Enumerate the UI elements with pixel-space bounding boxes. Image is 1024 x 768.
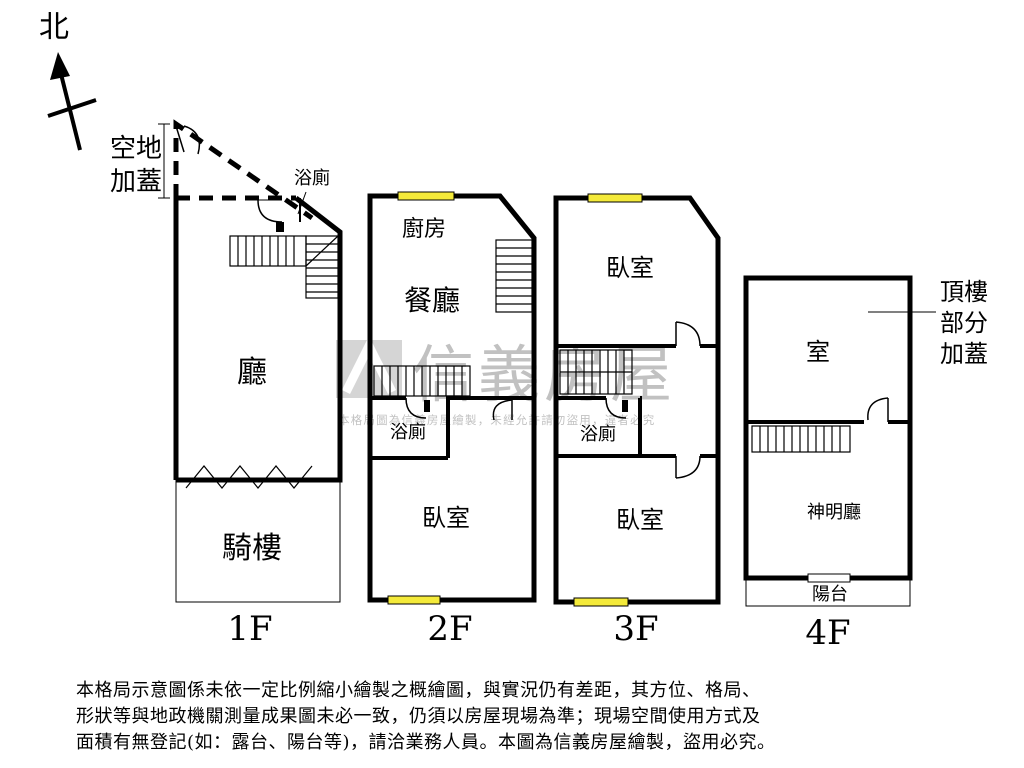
1f-arcade-label: 騎樓 bbox=[222, 531, 282, 566]
3f-window-top bbox=[587, 193, 643, 203]
3f-window-bottom bbox=[573, 597, 629, 607]
1f-folding-door bbox=[185, 465, 313, 489]
3f-bedroom-bottom-label: 臥室 bbox=[616, 506, 664, 534]
3f-bedroom-top-label: 臥室 bbox=[606, 254, 654, 282]
3f-stairs bbox=[559, 349, 633, 395]
floor-3f: 臥室 浴廁 臥室 3F bbox=[553, 193, 721, 649]
disclaimer-line-3: 面積有無登記(如：露台、陽台等)，請洽業務人員。本圖為信義房屋繪製，盜用必究。 bbox=[76, 732, 776, 753]
1f-floor-label: 1F bbox=[227, 609, 272, 649]
2f-window-top bbox=[397, 191, 455, 201]
floor-2f: 廚房 餐廳 浴廁 臥室 2F bbox=[367, 191, 537, 649]
2f-floor-label: 2F bbox=[427, 609, 472, 649]
compass: 北 bbox=[39, 10, 97, 151]
watermark: 信義房屋 本格局圖為信義房屋繪製，未經允許請勿盜用，違者必究 bbox=[336, 335, 676, 427]
rooftop-addon-label-1: 頂樓 bbox=[940, 278, 988, 306]
north-arrow-icon bbox=[50, 52, 70, 80]
disclaimer: 本格局示意圖係未依一定比例縮小繪製之概繪圖，與實況仍有差距，其方位、格局、 形狀… bbox=[76, 678, 956, 756]
1f-bath-label: 浴廁 bbox=[294, 167, 330, 189]
watermark-brand: 信義房屋 bbox=[412, 338, 676, 411]
4f-shrine-label: 神明廳 bbox=[807, 502, 861, 523]
disclaimer-line-2: 形狀等與地政機關測量成果圖未必一致，仍須以房屋現場為準；現場空間使用方式及 bbox=[76, 706, 761, 727]
2f-bath-label: 浴廁 bbox=[390, 421, 426, 443]
4f-floor-label: 4F bbox=[805, 613, 850, 653]
2f-kitchen-label: 廚房 bbox=[402, 217, 446, 242]
1f-stairs bbox=[229, 235, 339, 299]
floor-4f: 室 神明廳 陽台 頂樓 部分 加蓋 4F bbox=[743, 275, 988, 653]
floor-1f: 空地 加蓋 浴廁 廳 騎樓 1F bbox=[110, 119, 343, 649]
floor-plan: 北 信義房屋 本格局圖為信義房屋繪製，未經允許請勿盜用，違者必究 空地 加蓋 浴… bbox=[39, 10, 988, 653]
2f-window-bottom bbox=[387, 595, 441, 605]
rooftop-addon-label-3: 加蓋 bbox=[940, 340, 988, 368]
yard-addon-label-1: 空地 bbox=[110, 134, 162, 164]
4f-stairs bbox=[751, 425, 851, 453]
3f-bath-label: 浴廁 bbox=[580, 423, 616, 445]
3f-floor-label: 3F bbox=[613, 609, 658, 649]
rooftop-addon-label-2: 部分 bbox=[940, 309, 988, 337]
2f-bedroom-label: 臥室 bbox=[422, 504, 470, 532]
2f-stairs bbox=[373, 239, 533, 397]
1f-hall-label: 廳 bbox=[237, 355, 267, 390]
yard-addon-label-2: 加蓋 bbox=[110, 167, 162, 197]
north-label: 北 bbox=[39, 10, 69, 45]
disclaimer-line-1: 本格局示意圖係未依一定比例縮小繪製之概繪圖，與實況仍有差距，其方位、格局、 bbox=[76, 680, 761, 701]
2f-dining-label: 餐廳 bbox=[404, 284, 460, 317]
4f-room-label: 室 bbox=[806, 338, 830, 366]
4f-balcony-label: 陽台 bbox=[812, 584, 848, 605]
